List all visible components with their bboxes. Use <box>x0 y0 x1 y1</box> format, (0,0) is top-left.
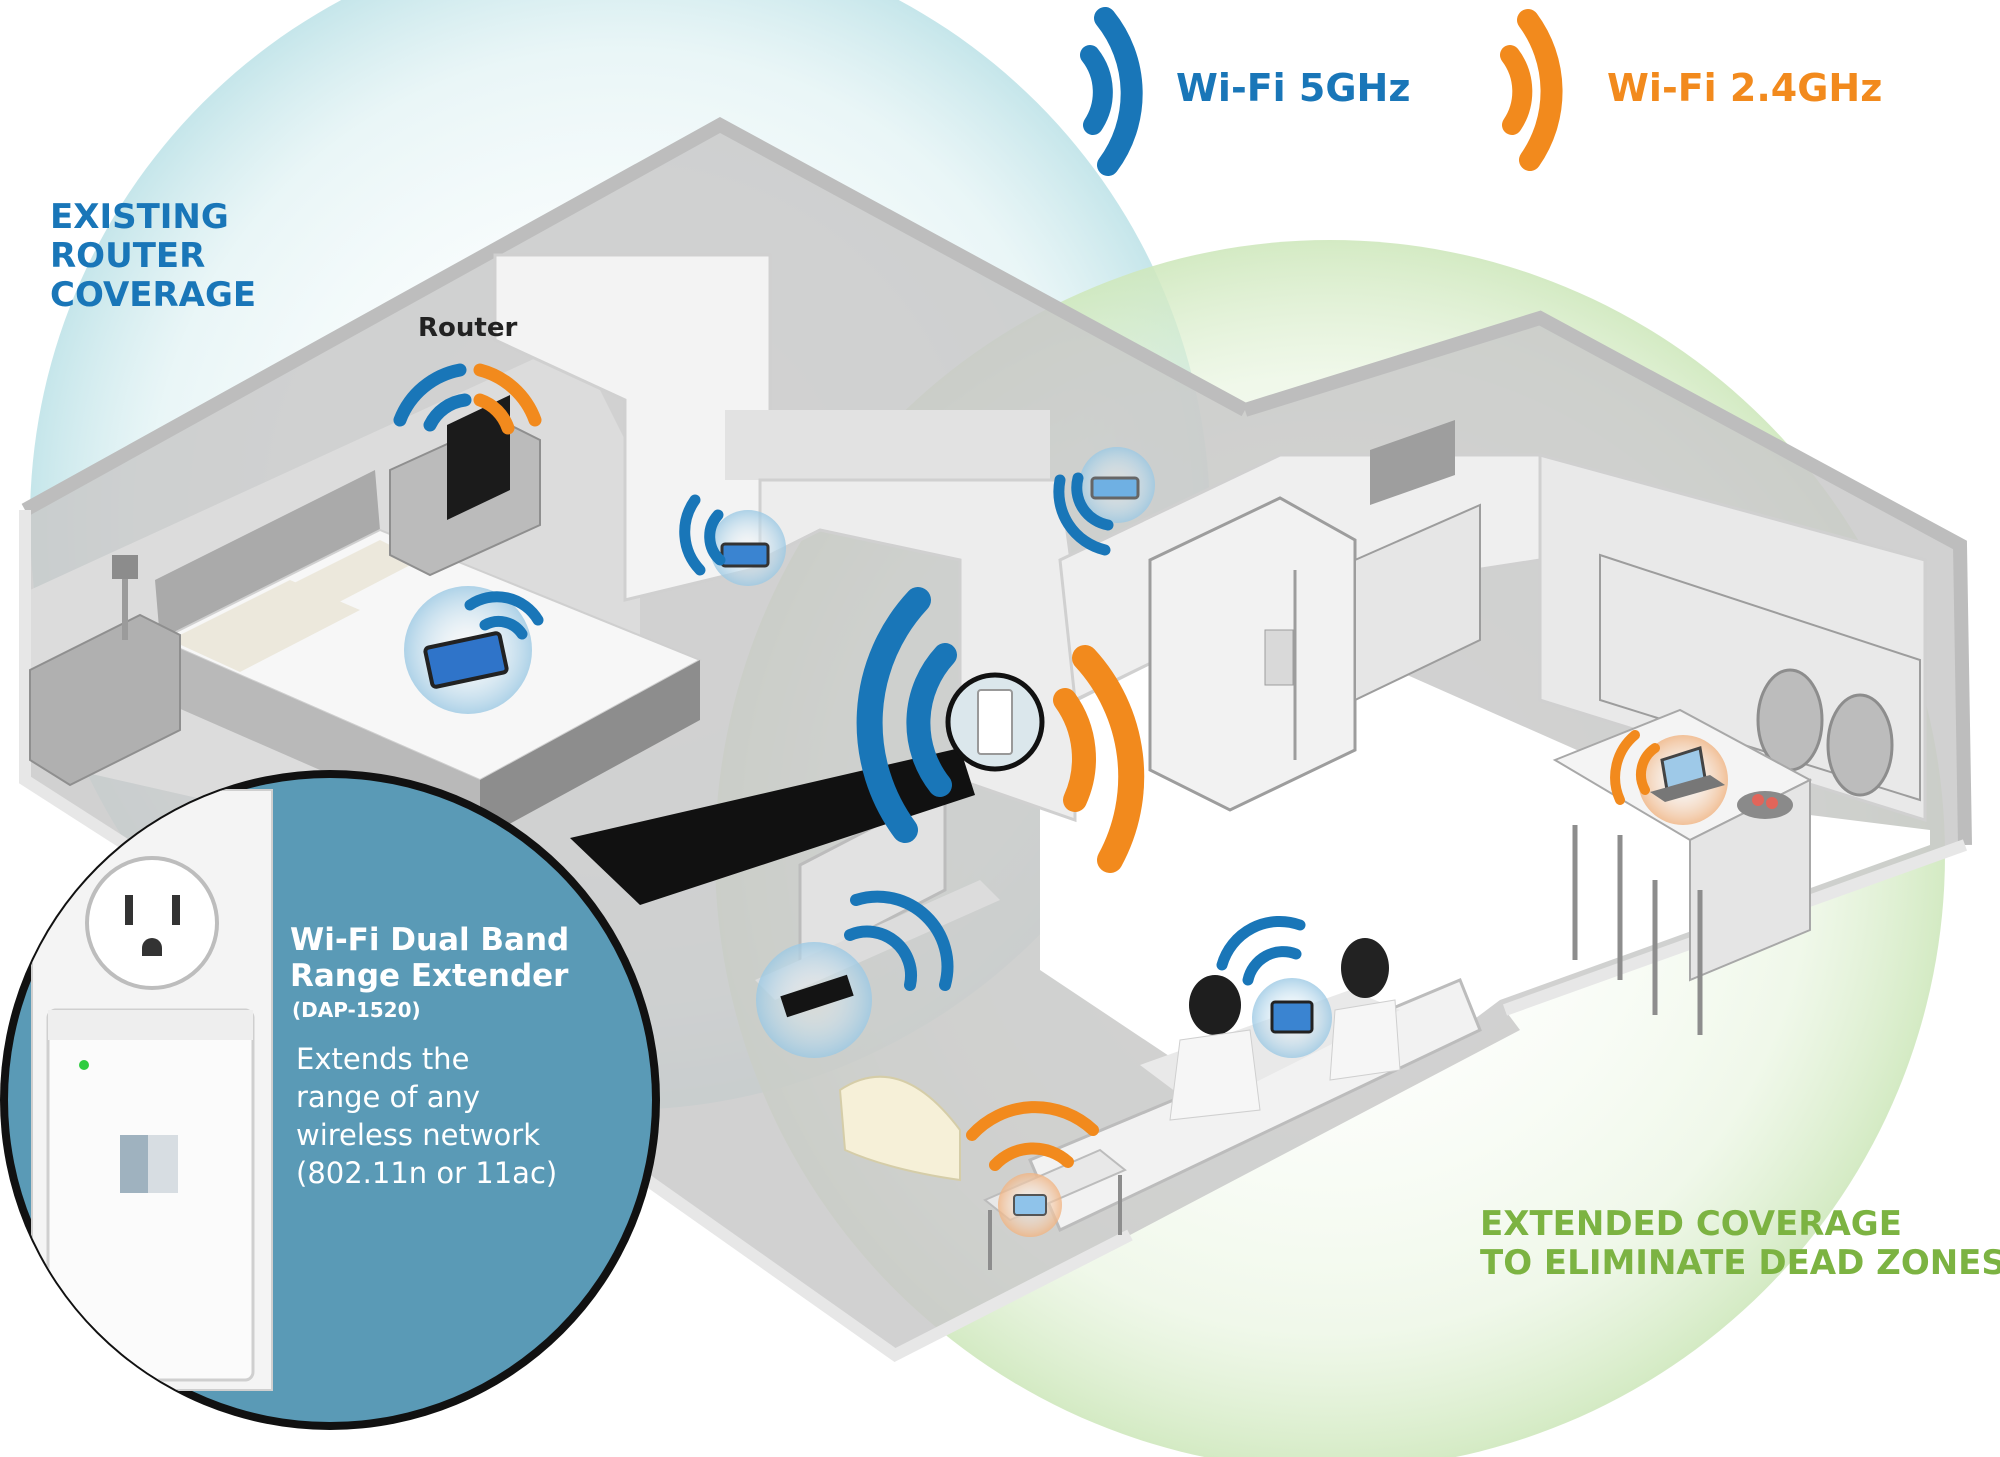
wifi-5ghz-icon <box>1094 7 1143 176</box>
product-description-line: range of any <box>296 1080 481 1114</box>
tablet-icon <box>1090 476 1140 500</box>
router-coverage-line: ROUTER <box>50 236 206 276</box>
extended-coverage-label: EXTENDED COVERAGE TO ELIMINATE DEAD ZONE… <box>1480 1205 2000 1283</box>
product-description: Extends the range of any wireless networ… <box>296 1040 557 1192</box>
set-top-box-icon <box>780 974 854 1018</box>
tablet-icon <box>720 542 770 568</box>
extended-coverage-line: EXTENDED COVERAGE <box>1480 1204 1902 1244</box>
product-description-line: (802.11n or 11ac) <box>296 1156 558 1190</box>
product-description-line: Extends the <box>296 1042 470 1076</box>
legend-icons <box>1080 7 1563 176</box>
product-name-line: Range Extender <box>290 958 569 994</box>
tablet-icon <box>1270 1000 1314 1034</box>
router-label: Router <box>418 313 518 343</box>
tablet-icon <box>423 631 509 689</box>
router-coverage-label: EXISTING ROUTER COVERAGE <box>50 198 256 315</box>
range-extender-icon <box>46 1008 255 1382</box>
router-coverage-line: COVERAGE <box>50 275 257 315</box>
legend-24ghz-label: Wi-Fi 2.4GHz <box>1607 66 1883 110</box>
device-wifi-waves <box>464 472 1660 1171</box>
kitchen <box>1148 420 1921 1035</box>
router <box>393 363 542 520</box>
product-name-line: Wi-Fi Dual Band <box>290 922 570 958</box>
product-model: (DAP-1520) <box>292 998 421 1022</box>
product-name: Wi-Fi Dual Band Range Extender <box>290 922 569 994</box>
range-extender <box>856 587 1145 873</box>
wifi-24ghz-icon <box>1517 9 1563 171</box>
product-callout <box>0 770 660 1430</box>
legend-5ghz-label: Wi-Fi 5GHz <box>1176 66 1411 110</box>
router-coverage-line: EXISTING <box>50 197 229 237</box>
extended-coverage-line: TO ELIMINATE DEAD ZONES <box>1480 1243 2000 1283</box>
product-description-line: wireless network <box>296 1118 541 1152</box>
